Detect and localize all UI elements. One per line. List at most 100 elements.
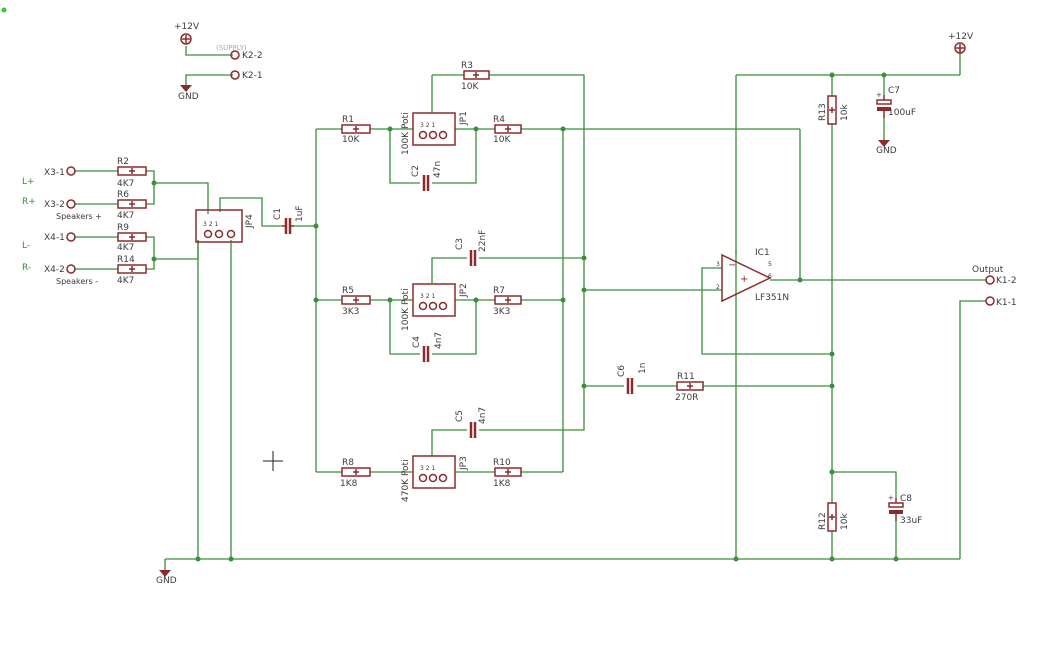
potentiometer-jp2[interactable]: 3 2 1 100K Poti JP2 <box>401 283 469 331</box>
resistor-r11[interactable]: R11 270R <box>675 372 704 403</box>
svg-text:R11: R11 <box>677 372 695 382</box>
svg-text:3 2 1: 3 2 1 <box>420 122 435 129</box>
potentiometer-jp1[interactable]: 3 2 1 100K Poti JP1 <box>401 111 469 155</box>
svg-text:4n7: 4n7 <box>478 407 488 424</box>
resistor-r10[interactable]: R10 1K8 <box>493 458 522 489</box>
capacitor-c7[interactable]: + C7 100uF <box>876 86 916 118</box>
resistor-r2[interactable]: R2 4K7 <box>117 157 147 189</box>
svg-text:1n: 1n <box>638 363 648 374</box>
gnd-symbol-c7[interactable]: GND <box>876 140 897 156</box>
connector-k1[interactable]: K1-2 K1-1 Output <box>972 265 1017 308</box>
connector-faint-label: (SUPPLY) <box>216 44 247 52</box>
svg-text:C8: C8 <box>900 494 912 504</box>
svg-text:22nF: 22nF <box>478 230 488 252</box>
svg-text:4K7: 4K7 <box>117 276 134 286</box>
connector-label: X3-2 <box>44 200 65 210</box>
speakers-plus-label: Speakers + <box>56 212 102 221</box>
resistor-r1[interactable]: R1 10K <box>341 115 371 145</box>
resistor-r13[interactable]: R13 10k <box>818 95 850 125</box>
resistor-r12[interactable]: R12 10k <box>818 502 850 532</box>
capacitor-c8[interactable]: + C8 33uF <box>888 494 922 526</box>
resistor-r7[interactable]: R7 3K3 <box>493 286 522 317</box>
svg-text:R12: R12 <box>818 512 828 530</box>
svg-text:C6: C6 <box>617 365 627 377</box>
svg-text:1K8: 1K8 <box>493 479 511 489</box>
resistor-r8[interactable]: R8 1K8 <box>340 458 371 489</box>
potentiometer-jp3[interactable]: 3 2 1 470K Poti JP3 <box>401 455 469 502</box>
svg-text:LF351N: LF351N <box>755 293 789 303</box>
resistor-r3[interactable]: R3 10K <box>461 61 490 92</box>
vcc-label: +12V <box>948 32 974 42</box>
connector-label: X3-1 <box>44 168 65 178</box>
svg-text:R13: R13 <box>818 103 828 121</box>
svg-text:C1: C1 <box>273 208 283 220</box>
vcc-symbol-right[interactable]: +12V <box>948 32 974 54</box>
capacitor-c5[interactable]: C5 4n7 <box>455 407 488 438</box>
svg-text:C5: C5 <box>455 410 465 422</box>
speakers-minus-label: Speakers - <box>56 277 98 286</box>
svg-text:1uF: 1uF <box>295 205 305 222</box>
svg-text:10K: 10K <box>461 82 479 92</box>
svg-text:2: 2 <box>716 284 720 291</box>
svg-text:6: 6 <box>768 273 772 280</box>
capacitor-c3[interactable]: C3 22nF <box>455 230 488 266</box>
svg-text:5: 5 <box>768 261 772 268</box>
svg-text:3: 3 <box>716 261 720 268</box>
svg-text:33uF: 33uF <box>900 516 922 526</box>
svg-text:3K3: 3K3 <box>493 307 510 317</box>
connector-label: K1-1 <box>996 298 1017 308</box>
gnd-symbol-bottom[interactable]: GND <box>156 570 177 586</box>
svg-text:C4: C4 <box>412 336 422 348</box>
connector-k2[interactable]: K2-2 K2-1 (SUPPLY) <box>216 44 263 81</box>
svg-text:R3: R3 <box>461 61 473 71</box>
svg-text:470K Poti: 470K Poti <box>401 459 411 502</box>
svg-text:R2: R2 <box>117 157 129 167</box>
svg-text:1K8: 1K8 <box>340 479 358 489</box>
gnd-symbol-top-left[interactable]: GND <box>178 85 199 102</box>
capacitor-c1[interactable]: C1 1uF <box>273 205 305 234</box>
svg-text:C2: C2 <box>411 165 421 177</box>
svg-text:10k: 10k <box>840 513 850 530</box>
svg-text:R7: R7 <box>493 286 505 296</box>
svg-text:3 2 1: 3 2 1 <box>420 465 435 472</box>
svg-text:4n7: 4n7 <box>434 332 444 349</box>
svg-text:4K7: 4K7 <box>117 211 134 221</box>
gnd-label: GND <box>156 576 177 586</box>
capacitor-c6[interactable]: C6 1n <box>617 363 648 394</box>
svg-text:−: − <box>728 260 736 271</box>
jumper-jp4[interactable]: 3 2 1 JP4 <box>195 209 255 243</box>
input-label: R+ <box>22 197 36 207</box>
svg-text:4K7: 4K7 <box>117 179 134 189</box>
input-label: L+ <box>22 177 35 187</box>
svg-text:10K: 10K <box>342 135 360 145</box>
vcc-symbol-top-left[interactable]: +12V <box>174 22 200 45</box>
svg-text:R9: R9 <box>117 223 129 233</box>
svg-text:R14: R14 <box>117 255 135 265</box>
svg-text:R8: R8 <box>342 458 354 468</box>
svg-text:270R: 270R <box>675 393 698 403</box>
svg-text:100K Poti: 100K Poti <box>401 112 411 155</box>
svg-text:+: + <box>876 91 882 99</box>
gnd-label: GND <box>178 92 199 102</box>
svg-text:3K3: 3K3 <box>342 307 359 317</box>
opamp-ic1[interactable]: + − IC1 LF351N 3 2 5 6 <box>716 248 789 303</box>
input-connectors[interactable]: X3-1 X3-2 X4-1 X4-2 Speakers + Speakers … <box>22 166 102 286</box>
input-label: L- <box>22 241 30 251</box>
svg-text:R10: R10 <box>493 458 511 468</box>
connector-label: K2-2 <box>242 51 263 61</box>
capacitor-c2[interactable]: C2 47n <box>411 161 443 191</box>
svg-text:R1: R1 <box>342 115 354 125</box>
connector-label: X4-1 <box>44 233 65 243</box>
crosshair-cursor-icon <box>263 451 283 471</box>
output-label: Output <box>972 265 1004 275</box>
gnd-label: GND <box>876 146 897 156</box>
connector-label: K2-1 <box>242 71 263 81</box>
capacitor-c4[interactable]: C4 4n7 <box>412 332 444 362</box>
resistor-r14[interactable]: R14 4K7 <box>117 255 147 286</box>
svg-text:100K Poti: 100K Poti <box>401 288 411 331</box>
